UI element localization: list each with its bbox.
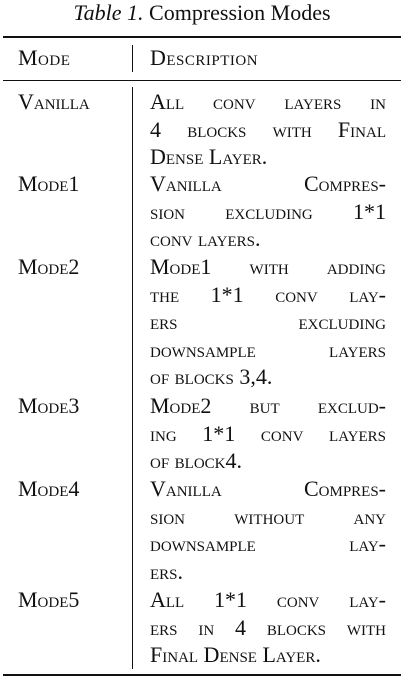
row-mode5-mode: Mode5: [18, 587, 80, 612]
top-rule: [3, 36, 401, 38]
row-mode4-mode: Mode4: [18, 476, 80, 501]
table-caption: Table 1. Compression Modes: [0, 0, 404, 26]
desc-line: Final Dense Layer.: [150, 642, 321, 668]
desc-line: ers.: [150, 558, 184, 584]
bottom-rule: [3, 674, 401, 676]
header-column-divider: [132, 45, 133, 72]
desc-line: ers excluding: [150, 309, 386, 335]
body-column-divider: [132, 87, 133, 669]
desc-line: All 1*1 conv lay-: [150, 587, 386, 612]
desc-line: Vanilla Compres-: [150, 171, 386, 196]
desc-line: downsample layers: [150, 336, 386, 362]
desc-line: ing 1*1 conv layers: [150, 420, 386, 446]
desc-line: All conv layers in: [150, 89, 386, 114]
desc-line: Mode1 with adding: [150, 254, 386, 279]
row-mode3-description: Mode2 but exclud- ing 1*1 conv layers of…: [150, 392, 386, 475]
desc-line: Mode2 but exclud-: [150, 393, 386, 418]
desc-line: of block4.: [150, 448, 243, 474]
desc-line: 4 blocks with Final: [150, 116, 386, 142]
header-description: Description: [150, 45, 259, 70]
desc-line: ers in 4 blocks with: [150, 614, 386, 640]
row-vanilla-mode: Vanilla: [18, 89, 90, 114]
caption-title: Compression Modes: [149, 0, 331, 25]
desc-line: Dense Layer.: [150, 144, 268, 170]
desc-line: Vanilla Compres-: [150, 476, 386, 501]
row-mode4-description: Vanilla Compres- sion without any downsa…: [150, 475, 386, 585]
desc-line: sion without any: [150, 503, 386, 529]
row-mode3-mode: Mode3: [18, 393, 80, 418]
desc-line: of blocks 3,4.: [150, 364, 273, 390]
desc-line: conv layers.: [150, 226, 261, 252]
row-mode1-description: Vanilla Compres- sion excluding 1*1 conv…: [150, 170, 386, 253]
desc-line: sion excluding 1*1: [150, 198, 386, 224]
desc-line: the 1*1 conv lay-: [150, 281, 386, 307]
header-rule: [3, 80, 401, 81]
row-mode2-description: Mode1 with adding the 1*1 conv lay- ers …: [150, 253, 386, 391]
header-mode: Mode: [18, 45, 71, 70]
desc-line: downsample lay-: [150, 531, 386, 557]
row-mode2-mode: Mode2: [18, 254, 80, 279]
row-mode1-mode: Mode1: [18, 171, 80, 196]
caption-label: Table 1.: [73, 0, 144, 25]
row-vanilla-description: All conv layers in 4 blocks with Final D…: [150, 88, 386, 171]
row-mode5-description: All 1*1 conv lay- ers in 4 blocks with F…: [150, 586, 386, 669]
